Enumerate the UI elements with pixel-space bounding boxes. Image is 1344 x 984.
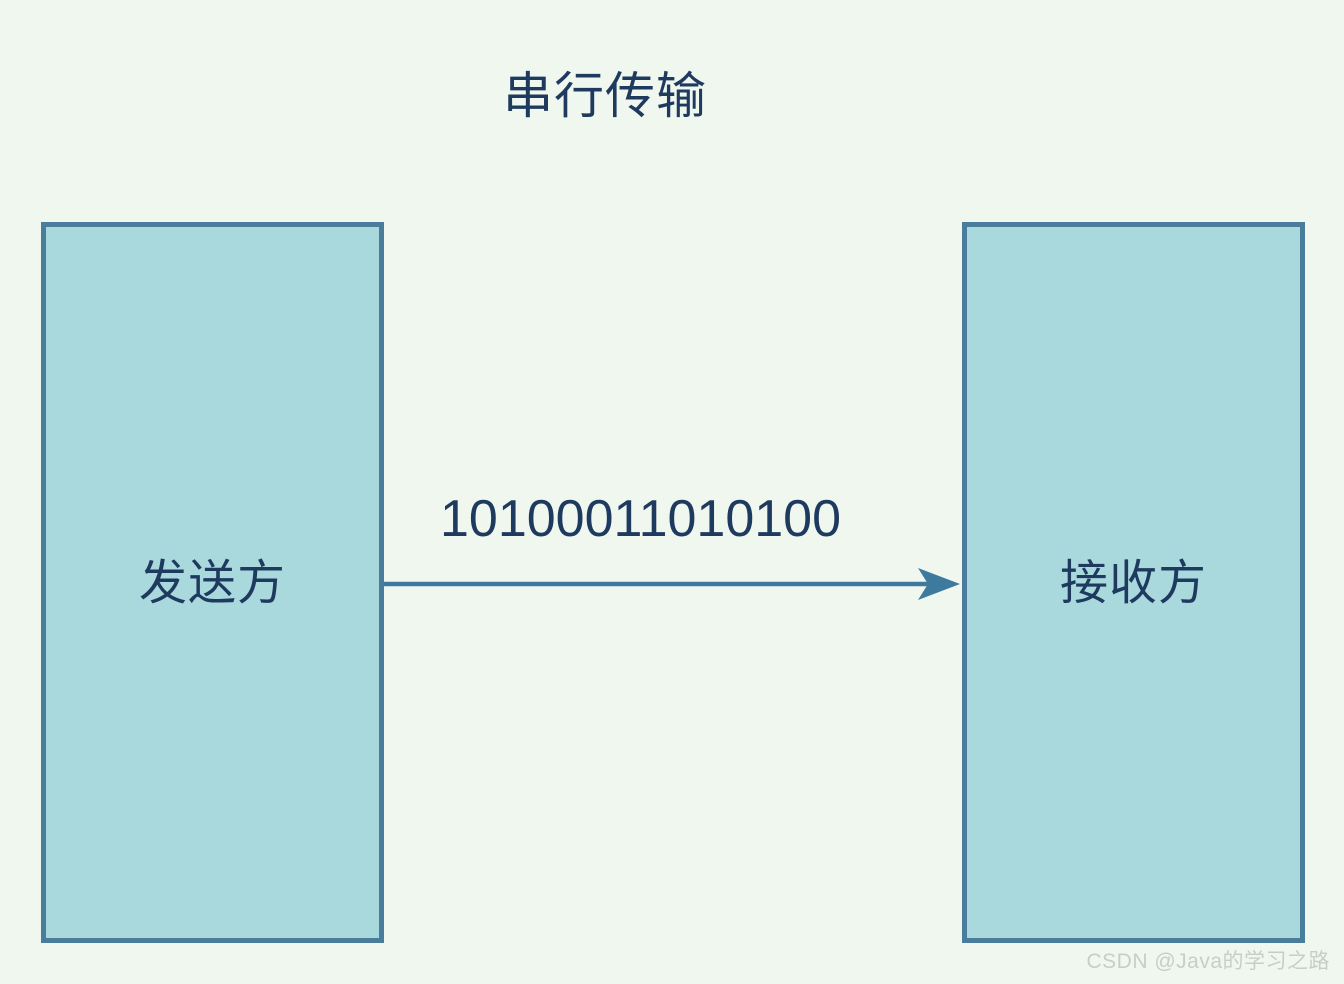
connector-arrow [384,568,960,600]
page-title: 串行传输 [503,68,707,124]
watermark: CSDN @Java的学习之路 [1086,950,1330,973]
node-sender[interactable]: 发送方 [41,222,384,943]
arrowhead-right-icon [918,568,960,600]
node-receiver[interactable]: 接收方 [962,222,1305,943]
node-sender-label: 发送方 [138,556,286,610]
connector-bits-label: 10100011010100 [440,490,842,548]
node-receiver-label: 接收方 [1059,556,1207,610]
